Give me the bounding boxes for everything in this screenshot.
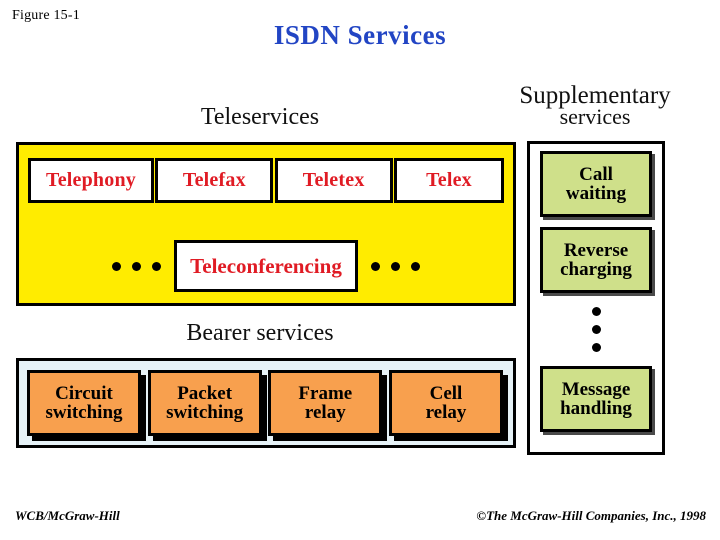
ellipsis-dots-vertical bbox=[591, 307, 601, 352]
teleservices-heading: Teleservices bbox=[200, 104, 320, 130]
teleservices-panel: Telephony Telefax Teletex Telex Teleconf… bbox=[16, 142, 516, 306]
teleservice-box-teletex[interactable]: Teletex bbox=[274, 157, 393, 203]
teleservice-box-telex[interactable]: Telex bbox=[393, 157, 504, 203]
footer-publisher: WCB/McGraw-Hill bbox=[15, 508, 120, 523]
supplementary-heading-line2: services bbox=[559, 104, 631, 129]
bearer-services-heading: Bearer services bbox=[186, 320, 334, 346]
dot-icon bbox=[132, 261, 142, 271]
teleservice-box-telefax[interactable]: Telefax bbox=[155, 157, 274, 203]
dot-icon bbox=[390, 261, 400, 271]
page-title: ISDN Services bbox=[273, 20, 447, 50]
footer-copyright: ©The McGraw-Hill Companies, Inc., 1998 bbox=[476, 508, 706, 523]
ellipsis-dots-left bbox=[112, 261, 162, 271]
dot-icon bbox=[410, 261, 420, 271]
teleservices-box-row: Telephony Telefax Teletex Telex bbox=[19, 145, 513, 207]
dot-icon bbox=[591, 343, 601, 352]
dot-icon bbox=[591, 325, 601, 334]
teleservice-box-teleconferencing[interactable]: Teleconferencing bbox=[174, 240, 358, 292]
dot-icon bbox=[112, 261, 122, 271]
teleconferencing-row: Teleconferencing bbox=[19, 235, 513, 297]
dot-icon bbox=[591, 307, 601, 316]
supplementary-heading-line1: Supplementary bbox=[519, 82, 671, 109]
teleservice-box-telephony[interactable]: Telephony bbox=[28, 157, 154, 203]
figure-label: Figure 15-1 bbox=[12, 8, 80, 23]
dot-icon bbox=[370, 261, 380, 271]
ellipsis-dots-right bbox=[370, 261, 420, 271]
supplementary-services-heading: Supplementary services bbox=[495, 82, 695, 129]
dot-icon bbox=[152, 261, 162, 271]
